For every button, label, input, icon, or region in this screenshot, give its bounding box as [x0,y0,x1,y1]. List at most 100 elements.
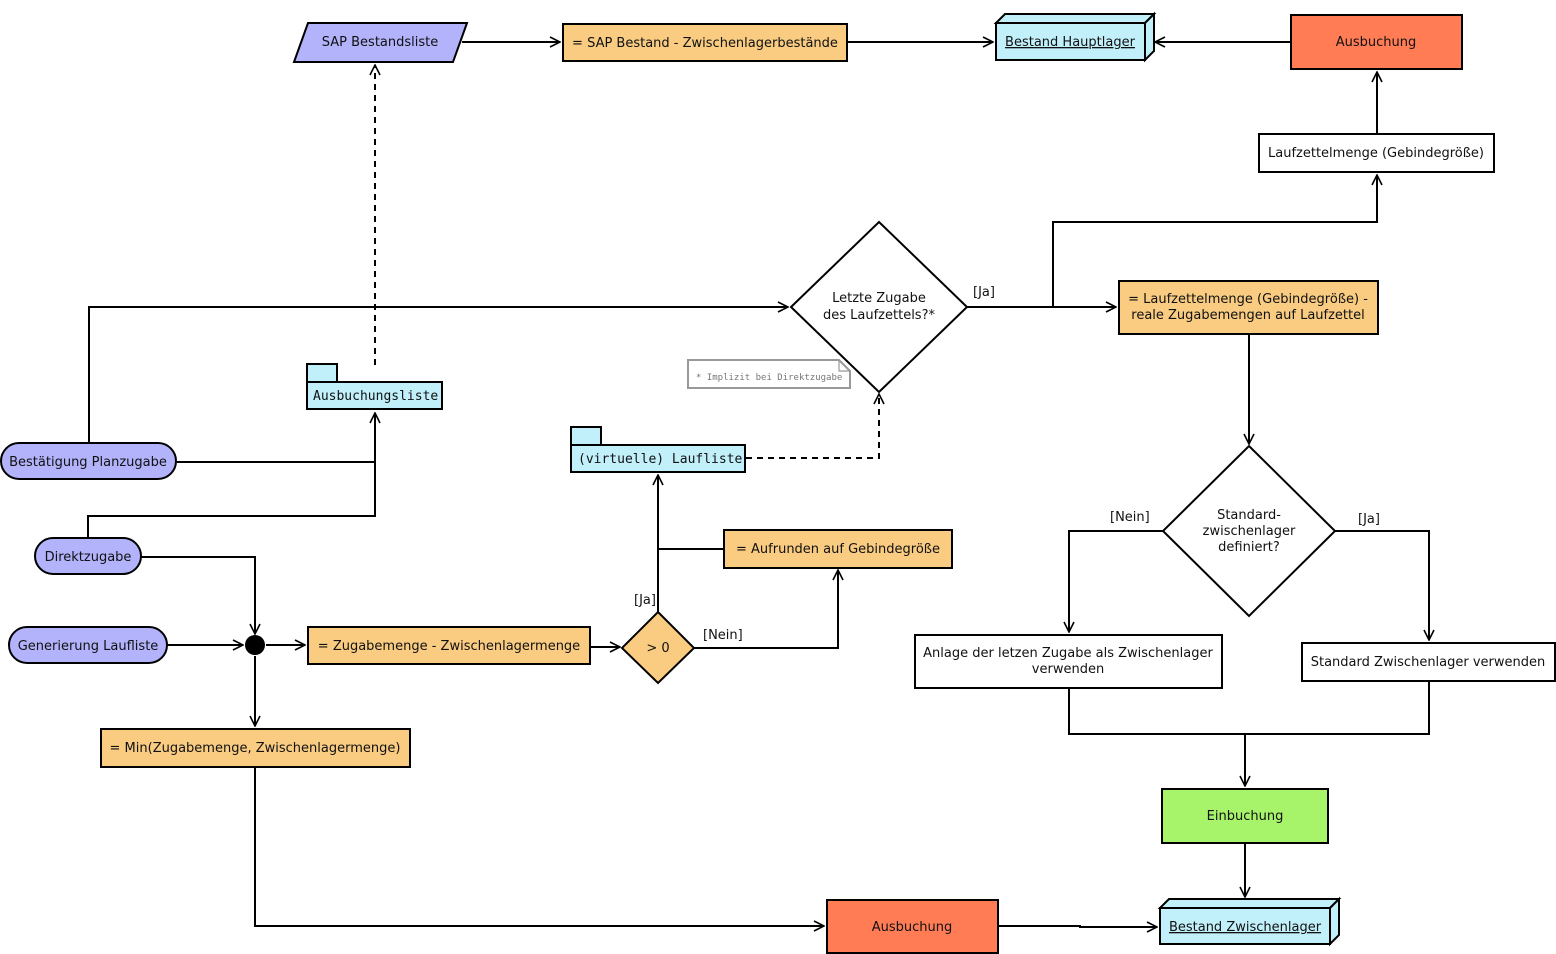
node-standard-verwenden: Standard Zwischenlager verwenden [1301,642,1556,682]
node-ausbuchung-bottom: Ausbuchung [826,899,999,954]
label-ja-standard: [Ja] [1358,512,1380,527]
decision-diamond [1161,444,1337,618]
folder-tab [306,363,338,383]
node-label: SAP Bestandsliste [322,35,438,50]
node-bestand-hauptlager: Bestand Hauptlager [993,11,1157,63]
edge-ausbuchung-to-zwischenlager [998,926,1157,927]
node-label-line2: des Laufzettels?* [823,308,935,323]
edge-direktzugabe-to-ausbuchungsliste [87,462,376,538]
edge-direktzugabe-to-merge [141,556,255,634]
node-label-line3: definiert? [1218,540,1280,555]
node-label-line1: Standard- [1217,508,1281,523]
edge-groesser-nein-to-aufrunden [694,570,838,649]
node-label: Generierung Laufliste [18,639,159,654]
node-label-line2: verwenden [1032,662,1104,677]
label-nein-groesser: [Nein] [703,628,743,643]
decision-letzte-zugabe: Letzte Zugabe des Laufzettels?* [789,220,969,394]
node-label: = Aufrunden auf Gebindegröße [736,542,940,557]
decision-diamond [789,220,969,394]
folder-body [306,381,443,410]
node-ausbuchung-top: Ausbuchung [1290,14,1463,70]
edge-bestaetigung-to-letzte [88,307,788,443]
node-label: > 0 [646,641,669,656]
edge-anlage-to-join [1068,681,1430,735]
node-direktzugabe: Direktzugabe [34,537,142,575]
note-shape [687,359,851,389]
calc-box [100,728,411,768]
node-label: (virtuelle) Laufliste [578,452,743,467]
edge-laufliste-to-letzte [746,394,879,459]
node-label: Einbuchung [1207,809,1284,824]
outbound-box [826,899,999,954]
node-label: Direktzugabe [45,550,132,565]
node-label: Ausbuchung [1336,35,1417,50]
node-label-line2: reale Zugabemengen auf Laufzettel [1131,308,1364,323]
node-label-line1: = Laufzettelmenge (Gebindegröße) - [1128,292,1368,307]
outbound-box [1290,14,1463,70]
folder-body [570,444,746,473]
label-ja-groesser: [Ja] [634,593,656,608]
action-box [1258,133,1495,173]
node-laufzettel-calc: = Laufzettelmenge (Gebindegröße) - reale… [1118,280,1379,335]
node-min-calc: = Min(Zugabemenge, Zwischenlagermenge) [100,728,411,768]
node-label-line1: Anlage der letzen Zugabe als Zwischenlag… [923,646,1213,661]
node-einbuchung: Einbuchung [1161,788,1329,844]
note-fold [838,360,850,372]
edge-min-to-ausbuchung [254,767,824,926]
node-virtuelle-laufliste: (virtuelle) Laufliste [570,426,746,473]
event-pill [34,537,142,575]
store-side-face [1329,896,1340,947]
label-ja-letzte: [Ja] [973,285,995,300]
node-anlage-letzte-zugabe: Anlage der letzen Zugabe als Zwischenlag… [914,634,1223,689]
store-top-face [993,13,1157,24]
node-bestaetigung-planzugabe: Bestätigung Planzugabe [0,442,177,480]
edge-bestaetigung-to-ausbuchungsliste [176,413,375,463]
node-label: = Min(Zugabemenge, Zwischenlagermenge) [110,741,401,756]
action-box [914,634,1223,689]
node-aufrunden: = Aufrunden auf Gebindegröße [723,529,953,569]
node-sap-bestand-calc: = SAP Bestand - Zwischenlagerbestände [562,23,848,62]
node-label-line1: Letzte Zugabe [832,291,926,306]
parallelogram-shape [292,22,469,63]
node-generierung-laufliste: Generierung Laufliste [8,626,168,664]
calc-box [307,626,591,665]
decision-diamond [620,610,696,685]
node-bestand-zwischenlager: Bestand Zwischenlager [1157,896,1342,947]
store-top-face [1157,898,1342,909]
node-sap-bestandsliste: SAP Bestandsliste [292,22,469,63]
node-zugabemenge-calc: = Zugabemenge - Zwischenlagermenge [307,626,591,665]
node-label: Bestand Hauptlager [1005,35,1136,50]
store-front-face [1159,907,1331,945]
calc-box [1118,280,1379,335]
node-label: Bestätigung Planzugabe [9,455,167,470]
label-nein-standard: [Nein] [1110,510,1150,525]
decision-standard-zwischenlager: Standard- zwischenlager definiert? [1161,444,1337,618]
edge-labels: [Ja] [Ja] [Nein] [Nein] [Ja] [634,285,1380,643]
action-box [1301,642,1556,682]
node-label: Ausbuchung [872,920,953,935]
folder-tab [570,426,602,446]
edges [87,42,1430,927]
node-label: Ausbuchungsliste [313,389,438,404]
calc-box [562,23,848,62]
node-label: Standard Zwischenlager verwenden [1311,655,1546,670]
note-text: * Implizit bei Direktzugabe [696,373,842,383]
node-label: = SAP Bestand - Zwischenlagerbestände [572,36,838,51]
merge-node [245,635,265,655]
node-laufzettelmenge: Laufzettelmenge (Gebindegröße) [1258,133,1495,173]
node-label-line2: zwischenlager [1203,524,1296,539]
calc-box [723,529,953,569]
edge-letzte-ja-to-laufzettelmenge [1052,175,1377,307]
edge-standard-nein-to-anlage [1069,530,1163,632]
inbound-box [1161,788,1329,844]
event-pill [0,442,177,480]
store-side-face [1144,11,1155,63]
note-implizit: * Implizit bei Direktzugabe [687,359,851,389]
node-ausbuchungsliste: Ausbuchungsliste [306,363,443,410]
decision-groesser-null: > 0 [620,610,696,685]
store-front-face [995,22,1146,61]
node-label: = Zugabemenge - Zwischenlagermenge [318,639,580,654]
event-pill [8,626,168,664]
edge-standard-ja-to-verwenden [1335,530,1429,640]
